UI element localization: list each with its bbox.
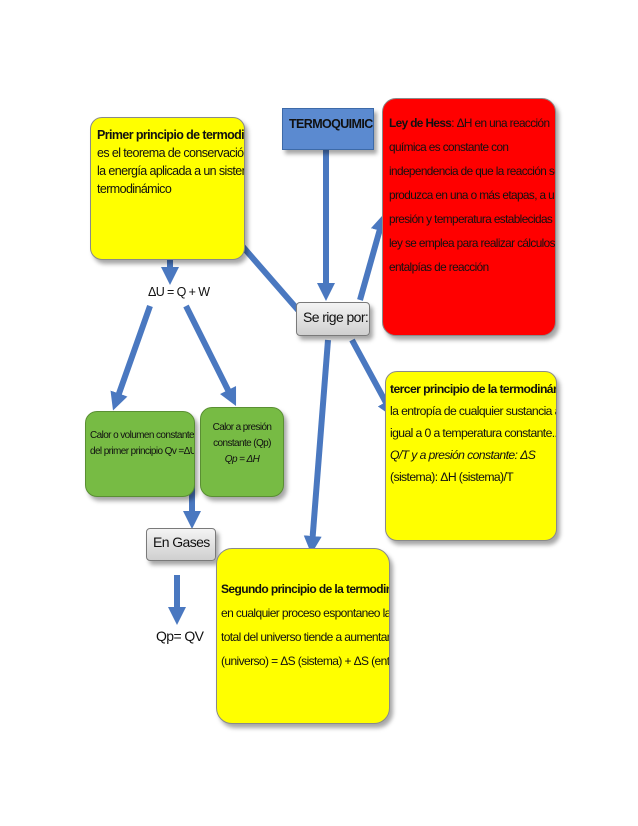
tercer-principio-box: tercer principio de la termodinámica: la… — [385, 371, 557, 541]
qp-qv-formula: Qp= QV — [156, 628, 204, 644]
calor-presion-constante-box: Calor a presión constante (Qp) Qp = ΔH — [200, 407, 284, 497]
hess-line-6: ley se emplea para realizar cálculos de — [389, 236, 556, 250]
segundo-principio-box: Segundo principio de la termodinámica: e… — [216, 548, 390, 724]
segundo-line-3: (universo) = ΔS (sistema) + ΔS (entorno — [221, 654, 390, 668]
tercer-line-3: Q/T y a presión constante: ΔS — [390, 448, 536, 462]
delta-u-formula: ΔU = Q + W — [148, 285, 210, 299]
calor-p-line-2: constante (Qp) — [213, 438, 271, 449]
se-rige-por-box: Se rige por: — [296, 302, 370, 336]
primer-line-3: termodinámico — [97, 182, 172, 196]
calor-volumen-constante-box: Calor o volumen constante (Q)l del prime… — [85, 411, 195, 497]
primer-line-2: la energía aplicada a un sistema — [97, 164, 245, 178]
hess-line-5: presión y temperatura establecidas esta — [389, 212, 555, 226]
hess-line-3: independencia de que la reacción se — [389, 164, 556, 178]
tercer-line-2: igual a 0 a temperatura constante.. ΔS= — [390, 426, 557, 440]
segundo-line-2: total del universo tiende a aumentar sie… — [221, 630, 390, 644]
calor-p-line-1: Calor a presión — [212, 422, 272, 433]
hess-line-2: química es constante con — [389, 140, 509, 154]
arrow-rige-to-segundo — [303, 339, 331, 554]
primer-principio-box: Primer principio de termodinámica es el … — [90, 117, 245, 260]
arrow-du-to-calor-p — [183, 304, 237, 407]
hess-line-7: entalpías de reacción — [389, 260, 489, 274]
arrow-du-to-calor-v — [110, 304, 153, 411]
tercer-line-1: la entropía de cualquier sustancia a 0k … — [390, 404, 556, 418]
primer-line-1: es el teorema de conservación de — [97, 146, 245, 160]
arrow-rige-to-tercer — [349, 338, 395, 418]
en-gases-box: En Gases — [146, 528, 216, 561]
segundo-title: Segundo principio de la termodinámica — [221, 582, 389, 596]
termoquimica-label: TERMOQUIMICA — [289, 117, 374, 131]
calor-v-line-2: del primer principio Qv =ΔU — [90, 446, 195, 457]
en-gases-label: En Gases — [153, 534, 210, 550]
tercer-title: tercer principio de la termodinámica: — [390, 382, 556, 396]
segundo-line-1: en cualquier proceso espontaneo la entro… — [221, 606, 390, 620]
hess-line-1: : ΔH en una reacción — [451, 116, 550, 130]
hess-line-4: produzca en una o más etapas, a una — [389, 188, 556, 202]
termoquimica-box: TERMOQUIMICA — [282, 108, 374, 150]
hess-title: Ley de Hess — [389, 116, 452, 130]
tercer-line-4: (sistema): ΔH (sistema)/T — [390, 470, 514, 484]
ley-de-hess-box: Ley de Hess: ΔH en una reacción química … — [382, 98, 556, 336]
calor-v-line-1: Calor o volumen constante (Q)l — [90, 430, 194, 441]
se-rige-por-label: Se rige por: — [303, 309, 369, 325]
primer-title: Primer principio de termodinámica — [97, 128, 245, 142]
arrow-rige-to-hess — [357, 213, 389, 301]
calor-p-line-3: Qp = ΔH — [224, 454, 260, 465]
